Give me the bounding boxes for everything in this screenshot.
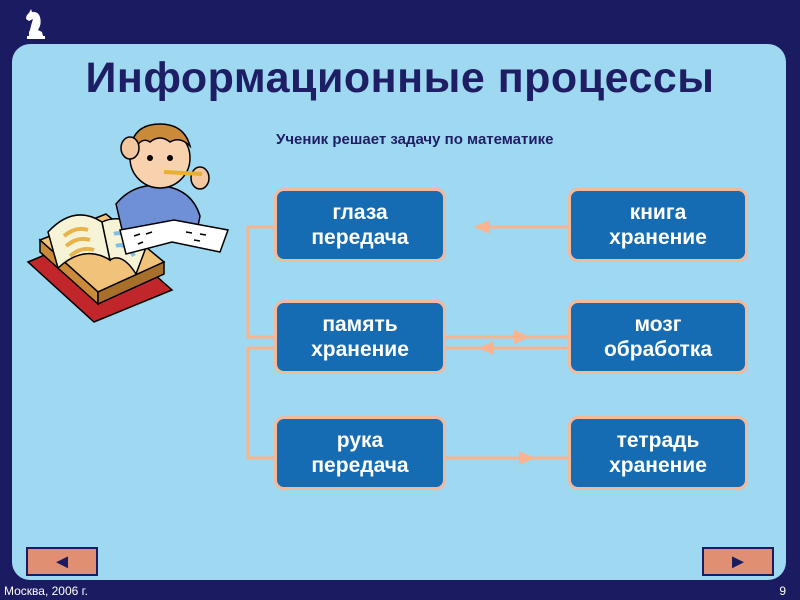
page-number: 9 (779, 584, 786, 598)
student-with-books-illustration (26, 123, 230, 323)
box-book-process: хранение (609, 226, 707, 249)
box-hand-transfer: рука передача (274, 416, 446, 490)
box-brain-process: обработка (603, 338, 713, 361)
box-hand-organ: рука (336, 429, 384, 452)
box-notebook-object: тетрадь (616, 429, 700, 452)
footer-location: Москва, 2006 г. (4, 584, 88, 598)
slide-title: Информационные процессы (85, 54, 715, 102)
box-hand-process: передача (311, 454, 409, 477)
box-eyes-process: передача (311, 226, 409, 249)
box-brain-organ: мозг (634, 313, 682, 336)
box-notebook-storage: тетрадь хранение (568, 416, 748, 490)
box-memory-process: хранение (311, 338, 409, 361)
chess-knight-logo-icon (26, 9, 45, 39)
box-eyes-organ: глаза (332, 201, 388, 224)
box-memory-organ: память (322, 313, 398, 336)
slide-subtitle: Ученик решает задачу по математике (276, 131, 554, 148)
box-eyes-transfer: глаза передача (274, 188, 446, 262)
next-slide-button[interactable]: ► (702, 547, 774, 576)
box-memory-storage: память хранение (274, 300, 446, 374)
previous-slide-button[interactable]: ◄ (26, 547, 98, 576)
box-book-storage: книга хранение (568, 188, 748, 262)
box-book-object: книга (629, 201, 687, 224)
box-brain-processing: мозг обработка (568, 300, 748, 374)
left-arrow-icon: ◄ (52, 550, 72, 573)
box-notebook-process: хранение (609, 454, 707, 477)
right-arrow-icon: ► (728, 550, 748, 573)
